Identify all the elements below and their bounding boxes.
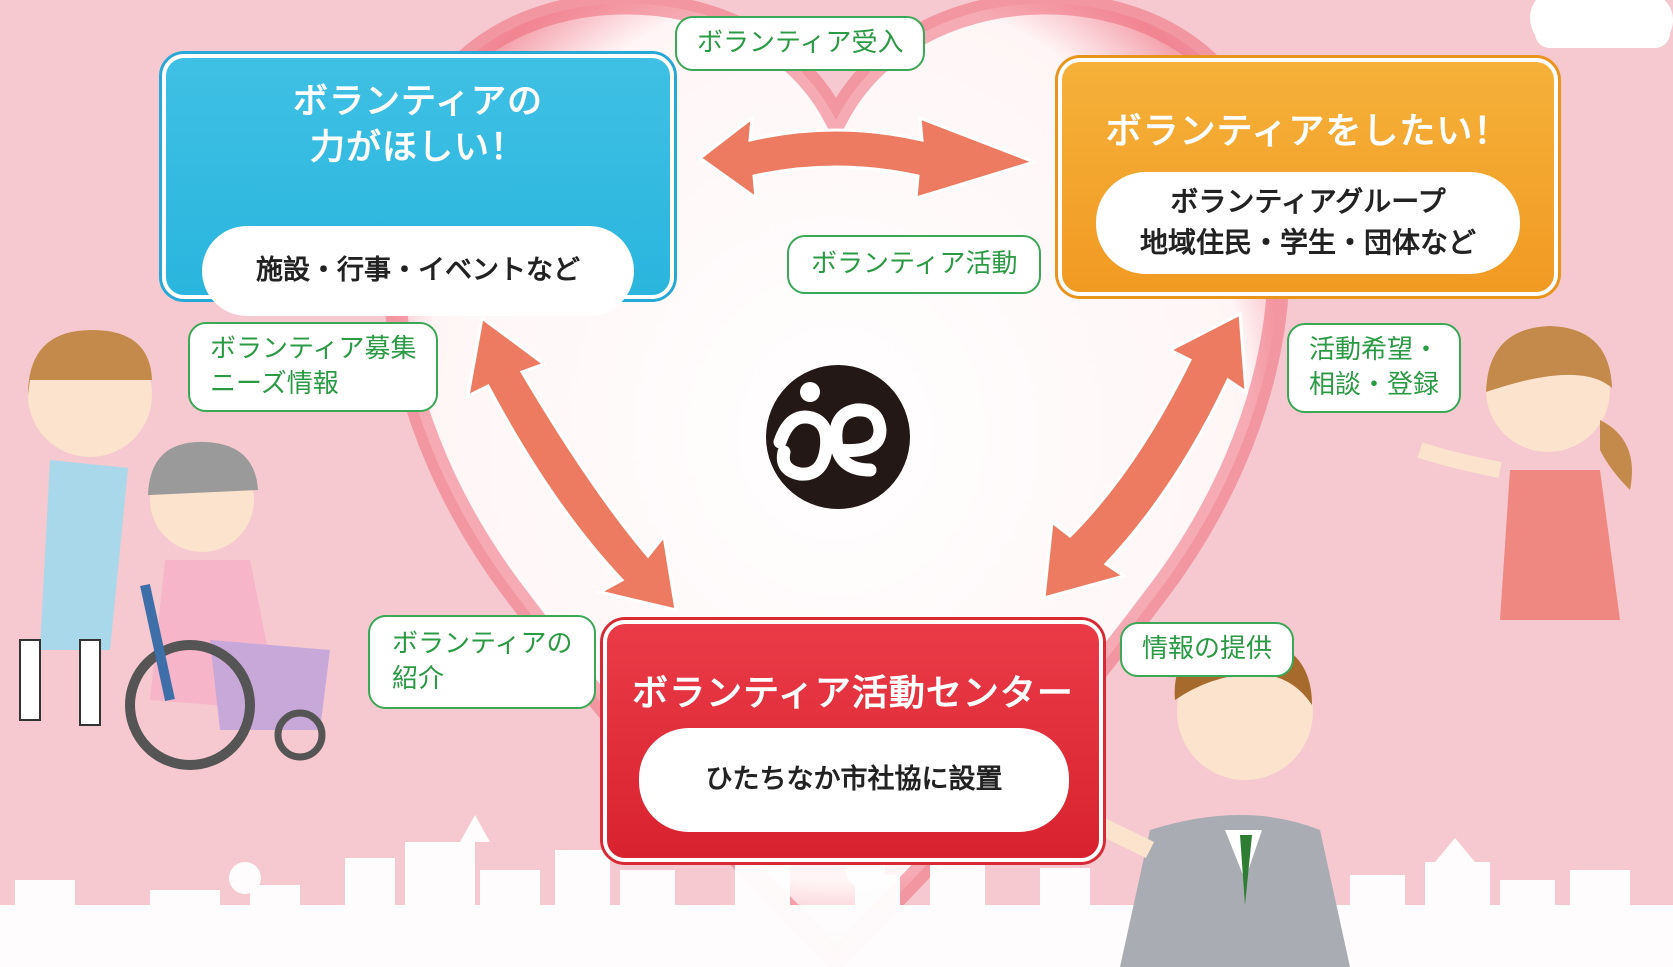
- wheelchair-user-illustration: [125, 441, 330, 770]
- want-title: ボランティアをしたい！: [1105, 111, 1511, 152]
- node-want-to-volunteer: ボランティアをしたい！ ボランティアグループ 地域住民・学生・団体など: [1058, 58, 1558, 296]
- bubble-info-text: 情報の提供: [1142, 634, 1273, 664]
- cloud-decoration: [1530, 0, 1673, 48]
- bubble-acceptance-text: ボランティア受入: [697, 28, 904, 58]
- node-activity-center: ボランティア活動センター ひたちなか市社協に設置: [603, 620, 1103, 862]
- arrow-need-center: [465, 315, 678, 612]
- bubble-info: 情報の提供: [1120, 622, 1295, 678]
- bubble-hope-line1: 活動希望・: [1309, 335, 1440, 365]
- city-skyline: [0, 815, 1673, 967]
- bubble-hope-line2: 相談・登録: [1309, 370, 1440, 401]
- need-title-line2: 力がほしい！: [309, 127, 526, 168]
- bubble-introduction: ボランティアの 紹介: [368, 615, 597, 710]
- node-need-volunteers: ボランティアの 力がほしい！ 施設・行事・イベントなど: [162, 54, 674, 316]
- center-detail-pill: ひたちなか市社協に設置: [639, 728, 1069, 832]
- arrow-need-want: [697, 114, 1039, 202]
- bubble-intro-line2: 紹介: [392, 664, 445, 695]
- bubble-activity-text: ボランティア活動: [811, 249, 1018, 279]
- caregiver-illustration: [19, 330, 152, 726]
- center-detail-text: ひたちなか市社協に設置: [705, 764, 1003, 796]
- want-detail-pill: ボランティアグループ 地域住民・学生・団体など: [1096, 172, 1520, 274]
- bubble-hope: 活動希望・ 相談・登録: [1287, 323, 1462, 414]
- arrow-want-center: [1042, 311, 1248, 601]
- logo-mark: [766, 365, 910, 509]
- want-detail-line2: 地域住民・学生・団体など: [1139, 226, 1476, 259]
- bubble-acceptance: ボランティア受入: [675, 16, 926, 72]
- need-title-line1: ボランティアの: [293, 82, 543, 122]
- bubble-activity: ボランティア活動: [787, 235, 1042, 295]
- bubble-recruit-line2: ニーズ情報: [210, 369, 339, 400]
- center-title: ボランティア活動センター: [632, 673, 1074, 714]
- need-detail-pill: 施設・行事・イベントなど: [202, 226, 634, 316]
- volunteer-woman-illustration: [1417, 326, 1632, 620]
- bubble-recruit-line1: ボランティア募集: [210, 334, 417, 364]
- staff-man-illustration: [1066, 636, 1350, 967]
- bubble-intro-line1: ボランティアの: [392, 629, 573, 659]
- need-title: ボランティアの 力がほしい！: [166, 80, 670, 171]
- need-detail-text: 施設・行事・イベントなど: [256, 255, 580, 287]
- want-detail-line1: ボランティアグループ: [1170, 185, 1446, 219]
- bubble-recruit: ボランティア募集 ニーズ情報: [188, 322, 439, 413]
